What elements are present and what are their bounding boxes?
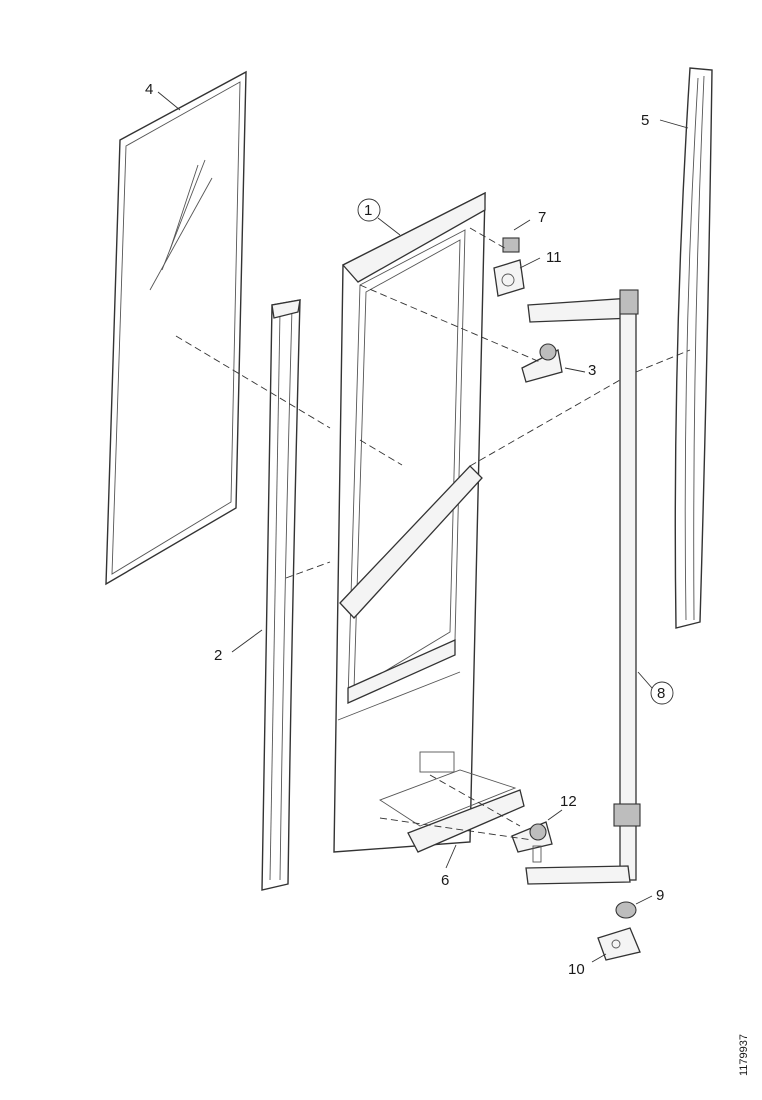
door-sill — [379, 769, 525, 853]
svg-text:10: 10 — [568, 961, 585, 978]
callout-7: 7 — [538, 209, 546, 226]
door-frame — [333, 191, 486, 853]
svg-text:7: 7 — [538, 209, 546, 226]
callout-10: 10 — [568, 961, 585, 978]
reference-code: 1179937 — [738, 1034, 750, 1076]
svg-text:9: 9 — [656, 887, 664, 904]
svg-text:4: 4 — [145, 81, 153, 98]
callout-4: 4 — [145, 81, 153, 98]
pivot-part-3 — [521, 343, 563, 383]
callout-6: 6 — [441, 872, 449, 889]
pivot-part-12 — [511, 821, 553, 863]
clip-part-7 — [502, 237, 520, 253]
glass-panel — [105, 70, 247, 586]
svg-text:2: 2 — [214, 647, 222, 664]
bushing-part-9 — [615, 901, 637, 919]
callout-2: 2 — [214, 647, 222, 664]
callout-12: 12 — [560, 793, 577, 810]
bracket-part-11 — [493, 259, 525, 297]
hinge-plate-part-10 — [597, 927, 641, 961]
callout-11: 11 — [546, 249, 562, 266]
callout-5: 5 — [641, 112, 649, 129]
svg-text:5: 5 — [641, 112, 649, 129]
leader-lines — [157, 91, 689, 963]
svg-text:3: 3 — [588, 362, 596, 379]
callout-9: 9 — [656, 887, 664, 904]
callout-3: 3 — [588, 362, 596, 379]
svg-text:11: 11 — [546, 249, 562, 266]
callout-1: 1 — [357, 198, 381, 222]
left-side-seal — [261, 299, 301, 891]
svg-text:6: 6 — [441, 872, 449, 889]
callout-8: 8 — [650, 681, 674, 705]
hinge-bar — [525, 289, 641, 885]
svg-text:12: 12 — [560, 793, 577, 810]
svg-text:1: 1 — [364, 202, 372, 219]
assembly-lines — [175, 227, 691, 841]
svg-text:8: 8 — [657, 685, 665, 702]
right-side-seal — [674, 67, 713, 629]
